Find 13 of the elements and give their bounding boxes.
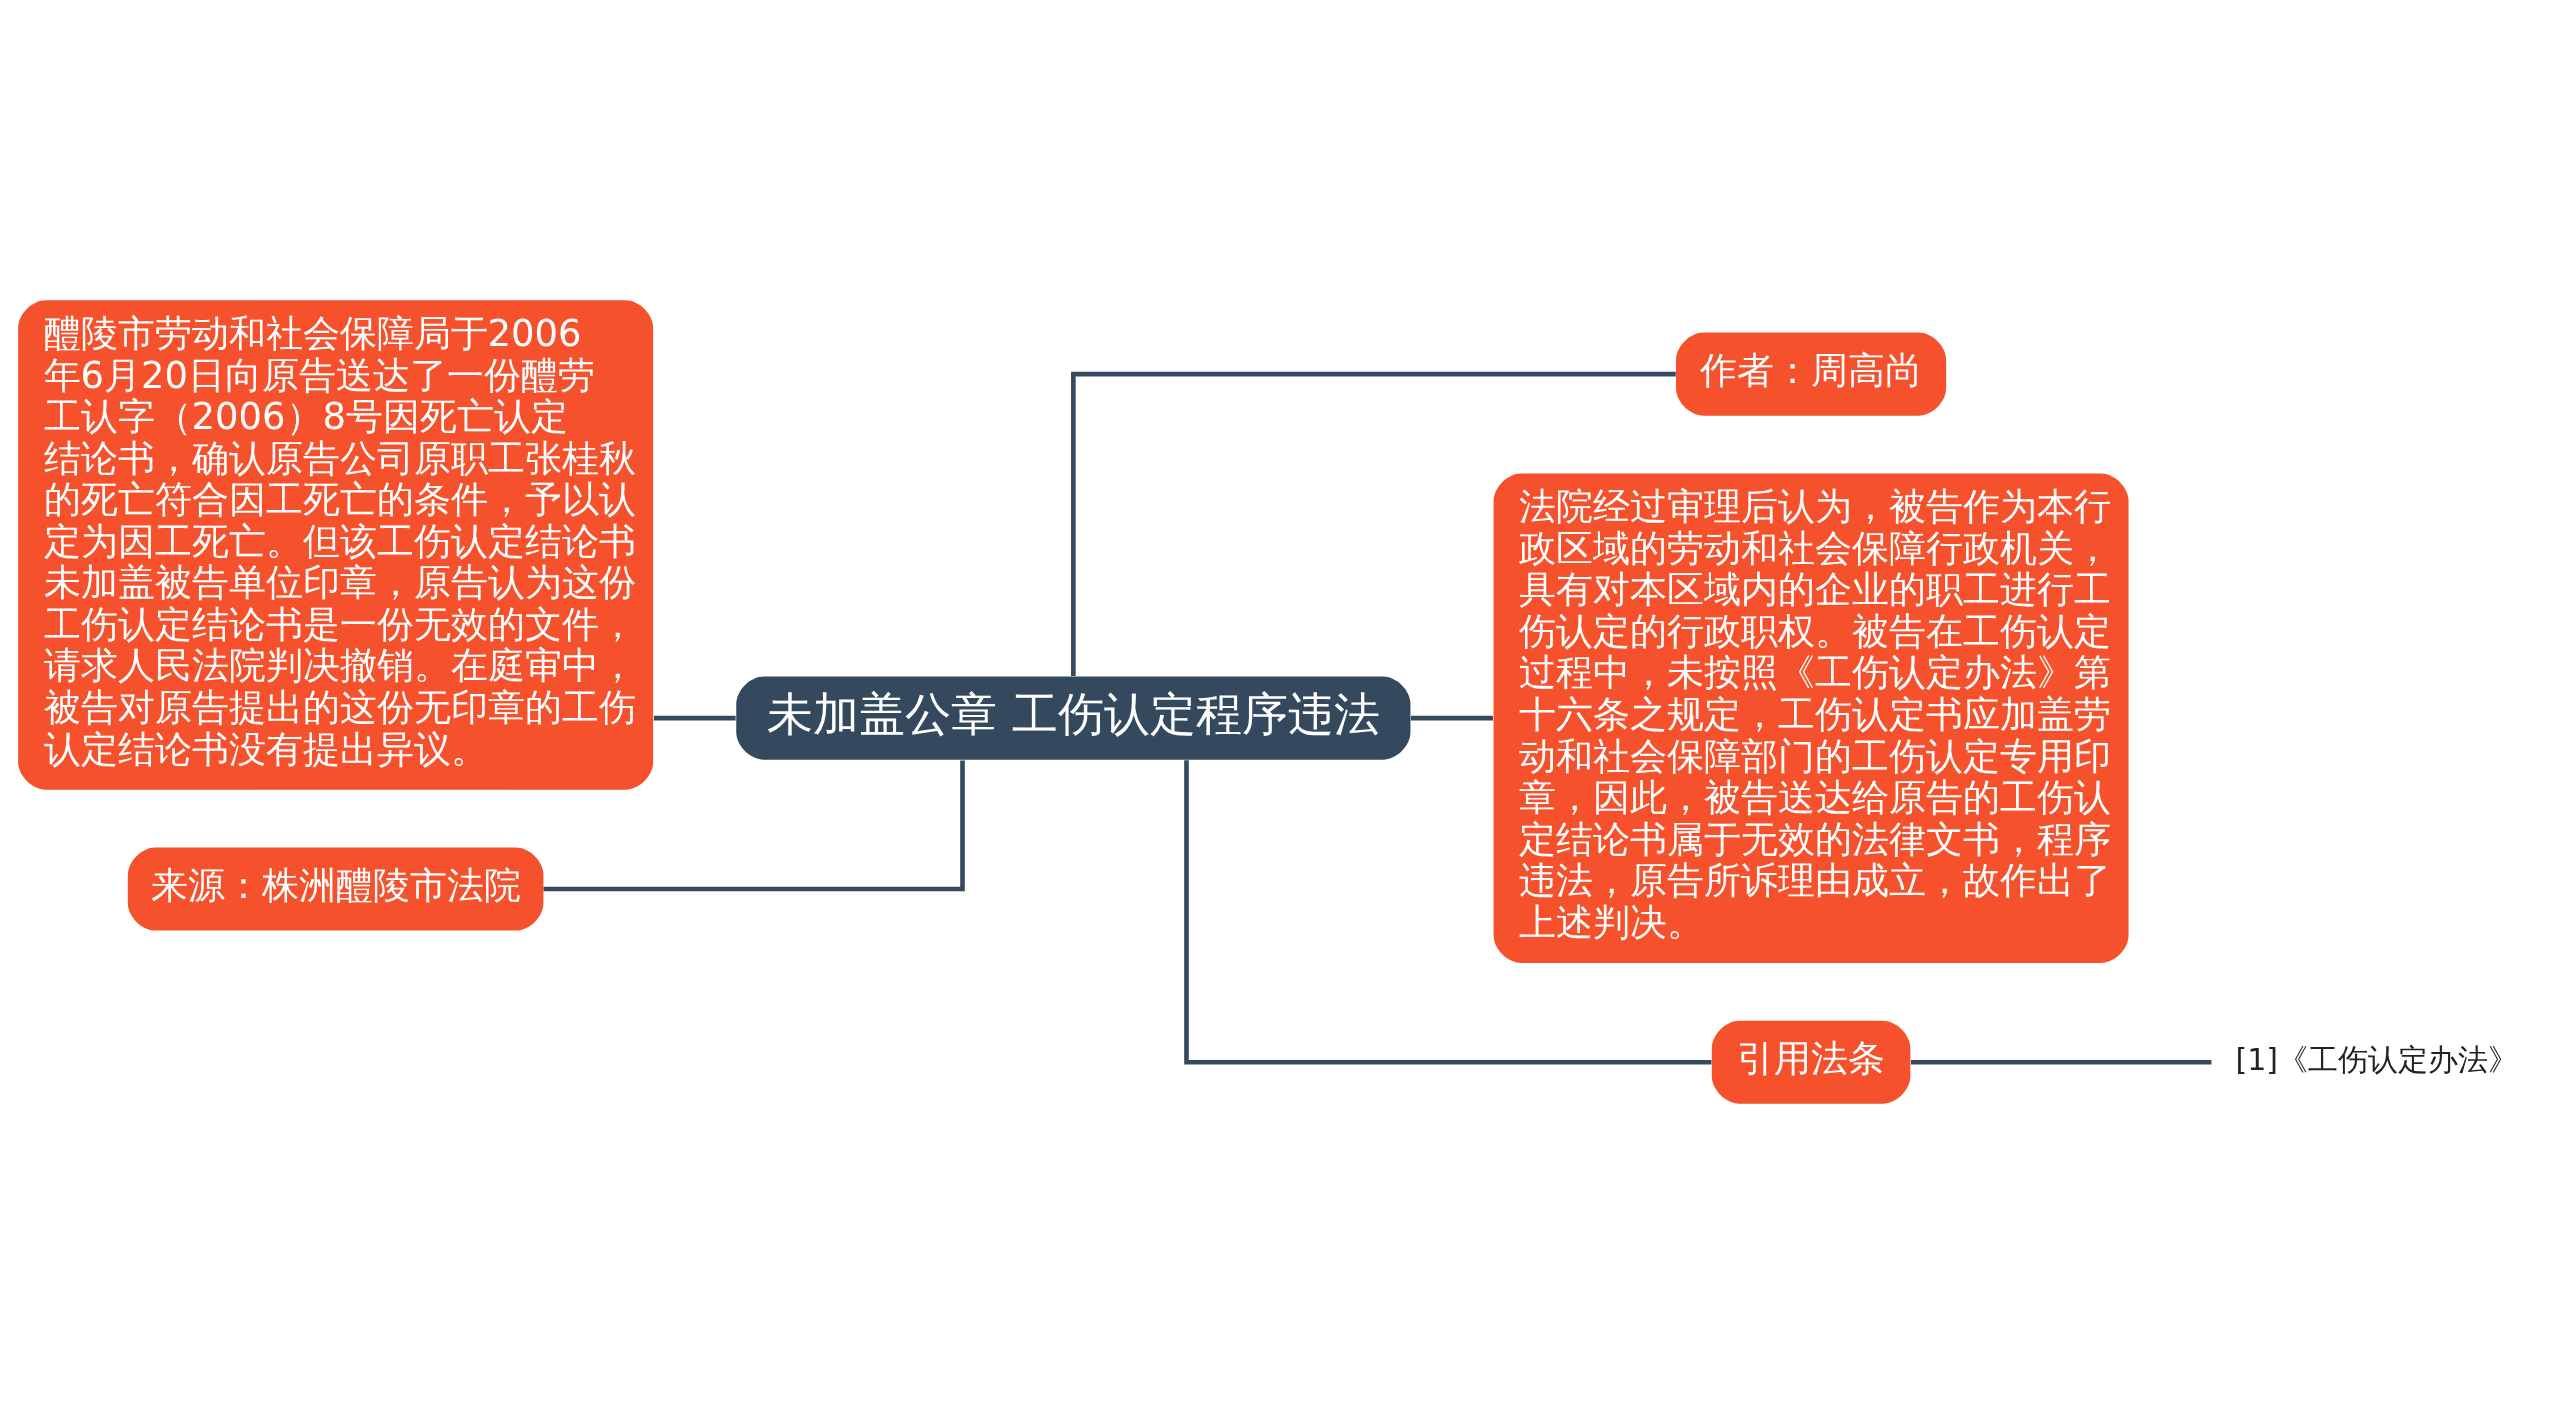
connector [1910, 1059, 2212, 1065]
node-box: 引用法条 [1711, 1020, 1911, 1104]
node-box: 未加盖公章 工伤认定程序违法 [736, 676, 1411, 760]
node-box: 醴陵市劳动和社会保障局于2006年6月20日向原告送达了一份醴劳工认字（2006）8号因死亡认定结论书，确认原告公司原职工张桂秋的死亡符合因工死亡的条件，予以认定为因工死亡。但该工伤认定结论书未加盖被告单位印章，原告认为这份工伤认定结论书是一份无效的文件，请求人民法院判决撤销。在庭审中，被告对原告提出的这份无印章的工伤认定结论书没有提出异议。 [18, 300, 654, 790]
node-box: 法院经过审理后认为，被告作为本行政区域的劳动和社会保障行政机关，具有对本区域内的企业的职工进行工伤认定的行政职权。被告在工伤认定过程中，未按照《工伤认定办法》第十六条之规定，工伤认定书应加盖劳动和社会保障部门的工伤认定专用印章，因此，被告送达给原告的工伤认定结论书属于无效的法律文书，程序违法，原告所诉理由成立，故作出了上述判决。 [1493, 473, 2129, 963]
connector [543, 760, 965, 892]
node-box: 来源：株洲醴陵市法院 [127, 847, 544, 931]
node-text: [1]《工伤认定办法》 [2235, 1042, 2519, 1078]
connector [653, 715, 736, 721]
connector [1071, 371, 1676, 676]
node-box: 作者：周高尚 [1676, 332, 1947, 416]
connector [1410, 715, 1493, 721]
connector [1184, 760, 1712, 1065]
